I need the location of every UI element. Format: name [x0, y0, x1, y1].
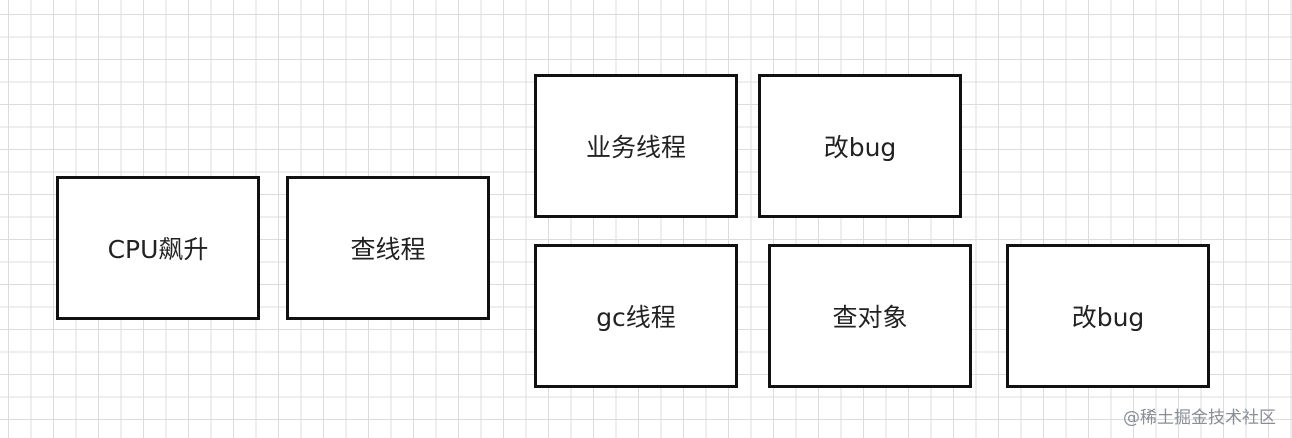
node-check-thread: 查线程	[286, 176, 490, 320]
node-label: 查对象	[832, 303, 908, 332]
watermark-text: @稀土掘金技术社区	[1123, 408, 1276, 428]
node-label: gc线程	[596, 303, 676, 332]
node-fix-bug-top: 改bug	[758, 74, 962, 218]
node-business-thread: 业务线程	[534, 74, 738, 218]
node-label: 改bug	[1071, 303, 1145, 332]
node-label: CPU飙升	[107, 235, 209, 264]
node-check-object: 查对象	[768, 244, 972, 388]
node-label: 查线程	[350, 235, 426, 264]
node-label: 业务线程	[585, 133, 686, 162]
node-gc-thread: gc线程	[534, 244, 738, 388]
node-cpu-spike: CPU飙升	[56, 176, 260, 320]
node-fix-bug-bottom: 改bug	[1006, 244, 1210, 388]
node-label: 改bug	[823, 133, 897, 162]
